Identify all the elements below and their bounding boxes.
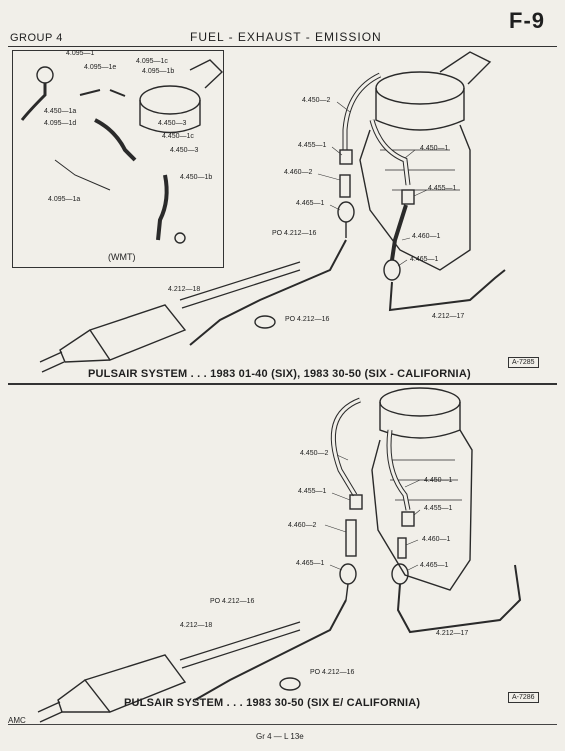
- part-label: 4.212—18: [168, 286, 201, 293]
- catalytic-converter-bottom: [83, 654, 187, 713]
- part-label: 4.450—1: [420, 145, 449, 152]
- air-cleaner-body: [375, 88, 465, 131]
- air-cleaner-top: [375, 71, 465, 105]
- part-label: 4.465—1: [420, 562, 449, 569]
- section-title: FUEL - EXHAUST - EMISSION: [190, 30, 382, 44]
- part-label: 4.455—1: [428, 185, 457, 192]
- wmt-inset-frame: [12, 50, 224, 268]
- part-label: 4.460—2: [284, 169, 313, 176]
- part-label: 4.455—1: [298, 142, 327, 149]
- part-label: 4.460—2: [288, 522, 317, 529]
- part-label: PO 4.212—16: [272, 230, 317, 237]
- part-label: 4.212—18: [180, 622, 213, 629]
- section-divider: [8, 383, 557, 385]
- inset-label: 4.450—1c: [162, 133, 194, 140]
- inset-label: 4.095—1: [66, 50, 95, 57]
- inset-label: 4.095—1b: [142, 68, 175, 75]
- footer-brand: AMC: [8, 716, 26, 725]
- inset-label: 4.450—3: [170, 147, 199, 154]
- part-label: PO 4.212—16: [210, 598, 255, 605]
- caption-top: PULSAIR SYSTEM . . . 1983 01-40 (SIX), 1…: [88, 368, 471, 380]
- inset-label: 4.450—1b: [180, 174, 213, 181]
- part-label: 4.465—1: [410, 256, 439, 263]
- clamp-top: [254, 315, 276, 329]
- inset-label: 4.095—1c: [136, 58, 168, 65]
- figure-ref-bottom: A-7286: [508, 692, 539, 703]
- footer-page-code: Gr 4 — L 13e: [256, 732, 304, 741]
- part-label: 4.212—17: [432, 313, 465, 320]
- part-label: 4.460—1: [422, 536, 451, 543]
- part-label: 4.455—1: [298, 488, 327, 495]
- catalytic-converter-top: [88, 304, 187, 361]
- group-label: GROUP 4: [10, 32, 63, 44]
- inset-caption: (WMT): [108, 252, 136, 262]
- header-rule: [8, 46, 557, 47]
- air-snorkel: [439, 51, 492, 85]
- inset-label: 4.450—1a: [44, 108, 77, 115]
- clamp-bottom: [279, 677, 301, 691]
- inset-label: 4.095—1d: [44, 120, 77, 127]
- engine-block-bottom: [371, 429, 473, 591]
- page-number: F-9: [509, 8, 545, 33]
- part-label: 4.450—2: [302, 97, 331, 104]
- part-label: 4.460—1: [412, 233, 441, 240]
- part-label: 4.455—1: [424, 505, 453, 512]
- valve-right-upper: [401, 189, 415, 205]
- valve-right-lower: [383, 259, 401, 281]
- inset-label: 4.450—3: [158, 120, 187, 127]
- part-label: PO 4.212—16: [285, 316, 330, 323]
- valve-left-upper: [339, 149, 353, 165]
- figure-ref-top: A-7285: [508, 357, 539, 368]
- part-label: 4.465—1: [296, 200, 325, 207]
- engine-block-top: [359, 124, 471, 271]
- valve-left-lower: [337, 201, 355, 223]
- part-label: PO 4.212—16: [310, 669, 355, 676]
- part-label: 4.450—2: [300, 450, 329, 457]
- part-label: 4.450—1: [424, 477, 453, 484]
- part-label: 4.465—1: [296, 560, 325, 567]
- footer-rule: [8, 724, 557, 725]
- inset-label: 4.095—1a: [48, 196, 81, 203]
- part-label: 4.212—17: [436, 630, 469, 637]
- caption-bottom: PULSAIR SYSTEM . . . 1983 30-50 (SIX E/ …: [124, 697, 421, 709]
- inset-label: 4.095—1e: [84, 64, 117, 71]
